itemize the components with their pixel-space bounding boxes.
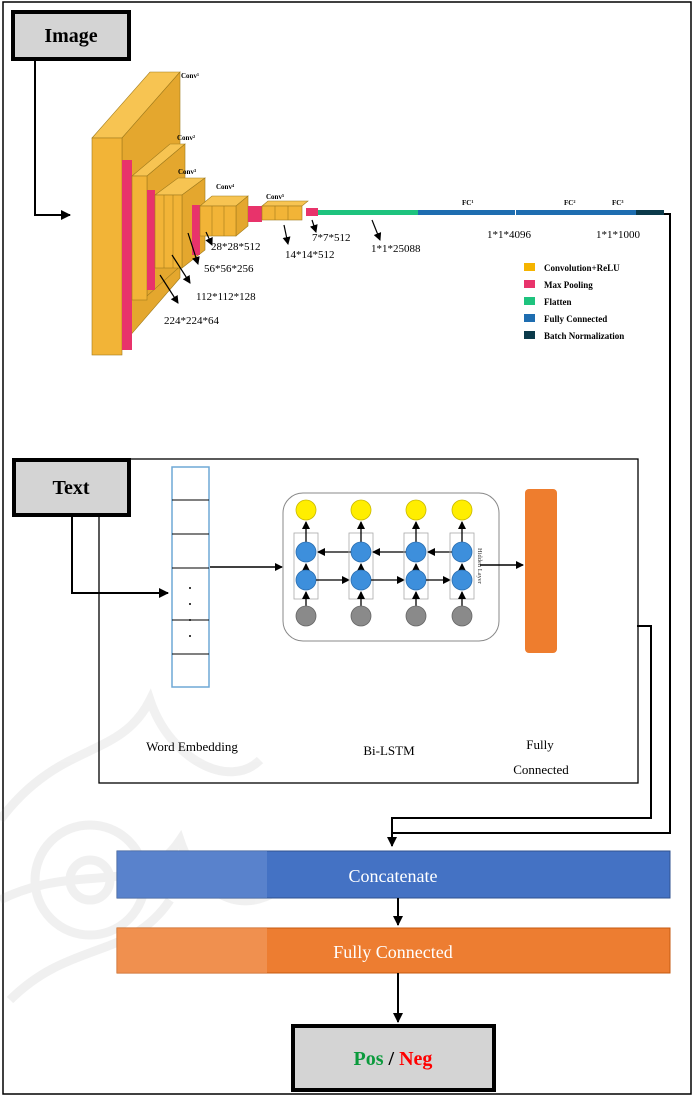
lstm-backward-node <box>405 541 427 563</box>
dim-1000: 1*1*1000 <box>596 229 641 241</box>
lstm-output-node <box>350 499 372 521</box>
dim-7: 7*7*512 <box>312 232 351 244</box>
text-label-box: Text <box>12 458 131 517</box>
lstm-input-node <box>405 605 427 627</box>
watermark-ornament <box>0 688 294 1004</box>
hidden-layer-label: Hidden Layer <box>476 548 483 585</box>
text-fc-layer <box>525 489 557 653</box>
text-input-arrow <box>71 515 169 598</box>
svg-text:Pos / Neg: Pos / Neg <box>354 1048 433 1070</box>
fc3-label: FC³ <box>612 199 623 207</box>
dim-25088: 1*1*25088 <box>371 243 421 255</box>
conv3-block <box>154 177 206 269</box>
legend-label-fc: Fully Connected <box>544 314 607 324</box>
conv4-block <box>199 195 262 237</box>
batch-norm-bar <box>636 210 664 215</box>
conv5-label: Conv⁵ <box>266 193 284 201</box>
fc2-label: FC² <box>564 199 575 207</box>
image-input-arrow <box>34 59 71 220</box>
lstm-output-node <box>405 499 427 521</box>
conv2-label: Conv² <box>177 134 195 142</box>
fully-connected-label: Fully Connected <box>333 942 453 962</box>
bilstm-label: Bi-LSTM <box>363 743 415 758</box>
lstm-forward-node <box>295 569 317 591</box>
dim-28: 28*28*512 <box>211 241 261 253</box>
legend: Convolution+ReLU Max Pooling Flatten Ful… <box>524 263 624 341</box>
lstm-backward-node <box>350 541 372 563</box>
fc1-label: FC¹ <box>462 199 473 207</box>
legend-label-bn: Batch Normalization <box>544 331 624 341</box>
output-separator: / <box>384 1048 400 1070</box>
fc2-bar <box>516 210 612 215</box>
lstm-backward-node <box>295 541 317 563</box>
lstm-input-node <box>451 605 473 627</box>
conv3-label: Conv³ <box>178 168 196 176</box>
image-output-line <box>392 213 671 834</box>
legend-swatch-fc <box>524 314 535 322</box>
word-embedding-column <box>171 466 210 688</box>
flatten-bar <box>318 210 418 215</box>
bilstm-block: Hidden Layer <box>282 492 500 642</box>
fc-label-line2: Connected <box>513 762 569 777</box>
legend-swatch-bn <box>524 331 535 339</box>
conv4-label: Conv⁴ <box>216 183 235 191</box>
legend-swatch-conv <box>524 263 535 271</box>
fc3-bar <box>612 210 636 215</box>
lstm-output-node <box>295 499 317 521</box>
image-label-box: Image <box>11 10 131 61</box>
lstm-backward-node <box>451 541 473 563</box>
output-box: Pos / Neg <box>291 1024 496 1092</box>
output-neg: Neg <box>399 1048 432 1070</box>
dim-56: 56*56*256 <box>204 263 254 275</box>
dim-14: 14*14*512 <box>285 249 335 261</box>
concatenate-block: Concatenate <box>116 850 671 899</box>
lstm-forward-node <box>405 569 427 591</box>
fully-connected-block: Fully Connected <box>116 927 671 974</box>
legend-label-flatten: Flatten <box>544 297 572 307</box>
concatenate-label: Concatenate <box>349 866 438 886</box>
output-pos: Pos <box>354 1048 384 1070</box>
legend-label-pool: Max Pooling <box>544 280 593 290</box>
conv1-label: Conv¹ <box>181 72 199 80</box>
legend-swatch-pool <box>524 280 535 288</box>
dim-4096: 1*1*4096 <box>487 229 532 241</box>
legend-swatch-flatten <box>524 297 535 305</box>
dim-112: 112*112*128 <box>196 291 256 303</box>
text-branch-box <box>98 458 639 784</box>
lstm-forward-node <box>350 569 372 591</box>
fc-label-line1: Fully <box>526 737 554 752</box>
conv5-block <box>261 200 318 221</box>
lstm-input-node <box>350 605 372 627</box>
text-label: Text <box>52 477 89 499</box>
vgg-network <box>91 71 664 356</box>
lstm-input-node <box>295 605 317 627</box>
text-output-arrow <box>387 625 652 847</box>
lstm-forward-node <box>451 569 473 591</box>
image-label: Image <box>44 25 97 47</box>
lstm-output-node <box>451 499 473 521</box>
word-embedding-label: Word Embedding <box>146 739 238 754</box>
fc1-bar <box>418 210 515 215</box>
legend-label-conv: Convolution+ReLU <box>544 263 620 273</box>
dim-224: 224*224*64 <box>164 315 220 327</box>
